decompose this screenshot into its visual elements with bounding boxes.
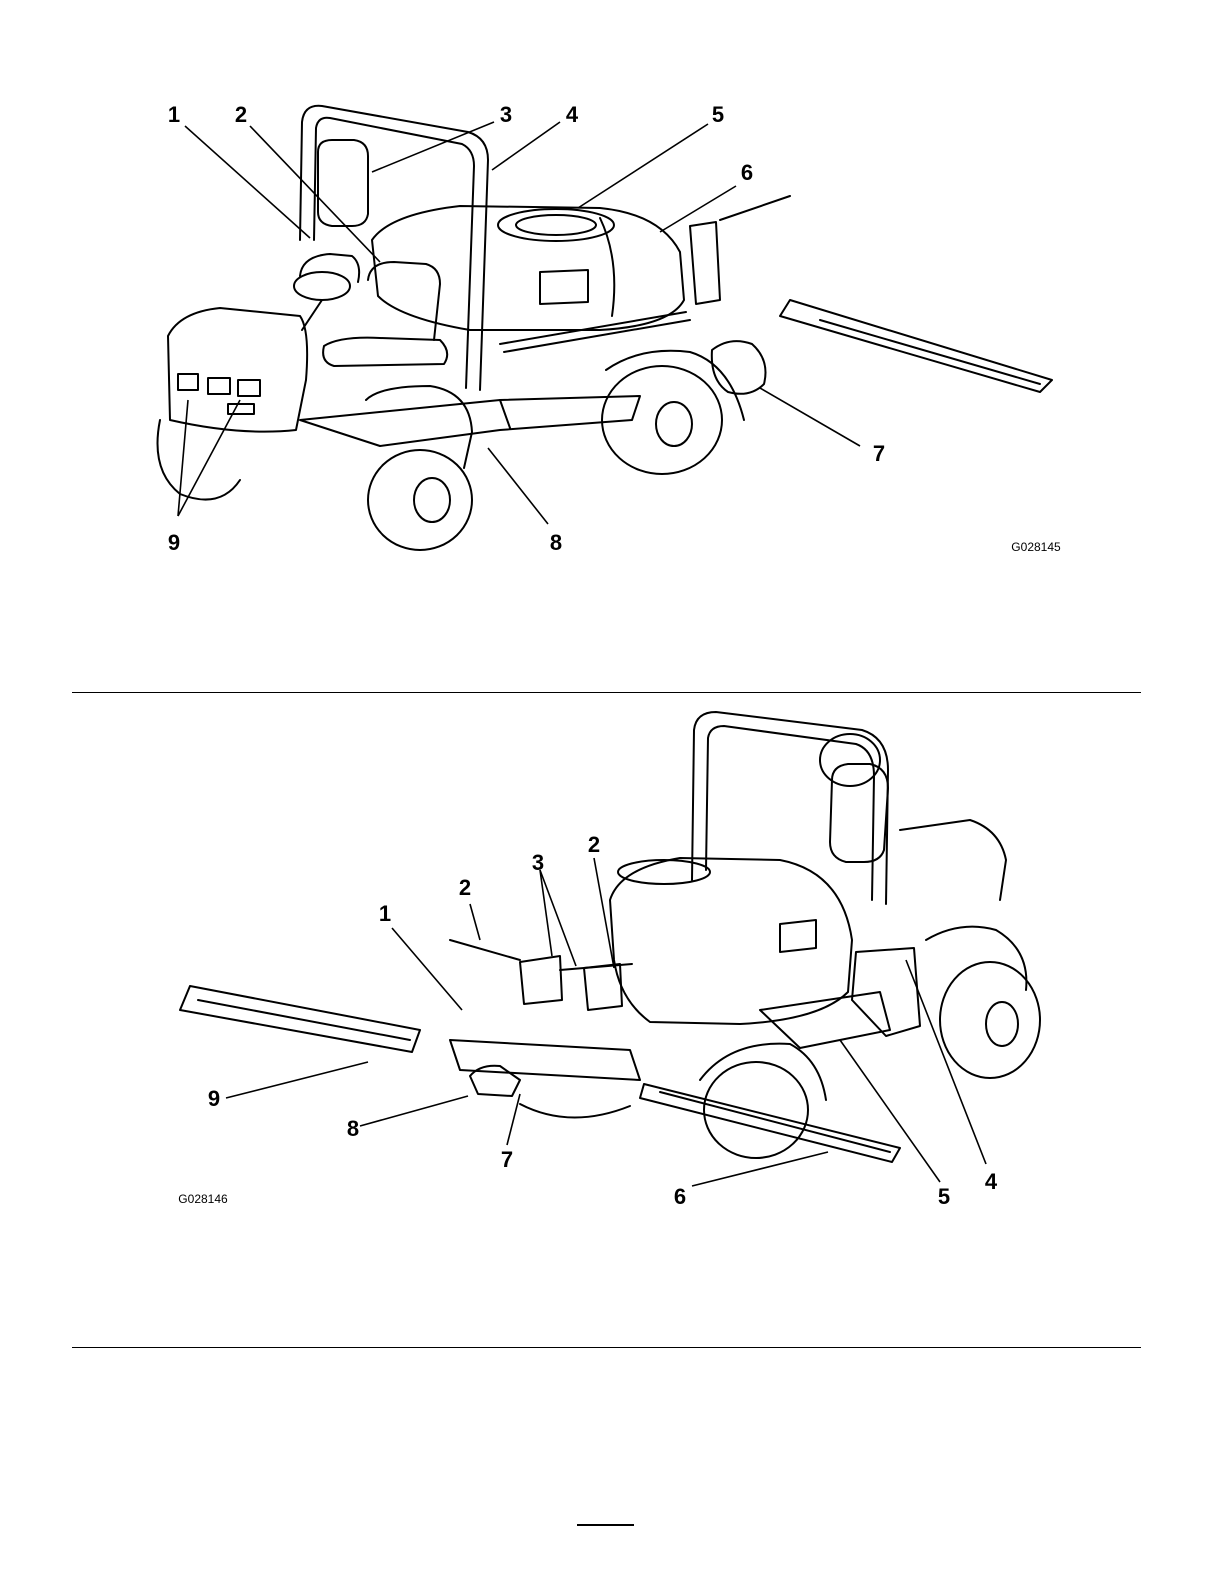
left-wheel (704, 1062, 808, 1158)
roll-bar (692, 712, 888, 904)
fig2-callout-5: 5 (938, 1186, 950, 1208)
right-boom (640, 1084, 900, 1162)
fresh-water-tank (830, 764, 888, 862)
rear-wheel (940, 962, 1040, 1078)
fig2-callout-2-right: 2 (588, 834, 600, 856)
figure-2-illustration (0, 0, 1224, 1300)
spray-pump (470, 1066, 520, 1096)
fig2-figure-id: G028146 (178, 1193, 227, 1205)
fig2-callout-3: 3 (532, 852, 544, 874)
fig2-callout-2-left: 2 (459, 877, 471, 899)
fig2-callout-1: 1 (379, 903, 391, 925)
fig2-callout-9: 9 (208, 1088, 220, 1110)
fig2-callout-6: 6 (674, 1186, 686, 1208)
fig2-callout-7: 7 (501, 1149, 513, 1171)
boom-center-frame (450, 1040, 640, 1080)
page-footer-rule (577, 1524, 634, 1526)
fig2-callout-4: 4 (985, 1171, 997, 1193)
fig2-callout-8: 8 (347, 1118, 359, 1140)
section-divider-2 (72, 1347, 1141, 1348)
